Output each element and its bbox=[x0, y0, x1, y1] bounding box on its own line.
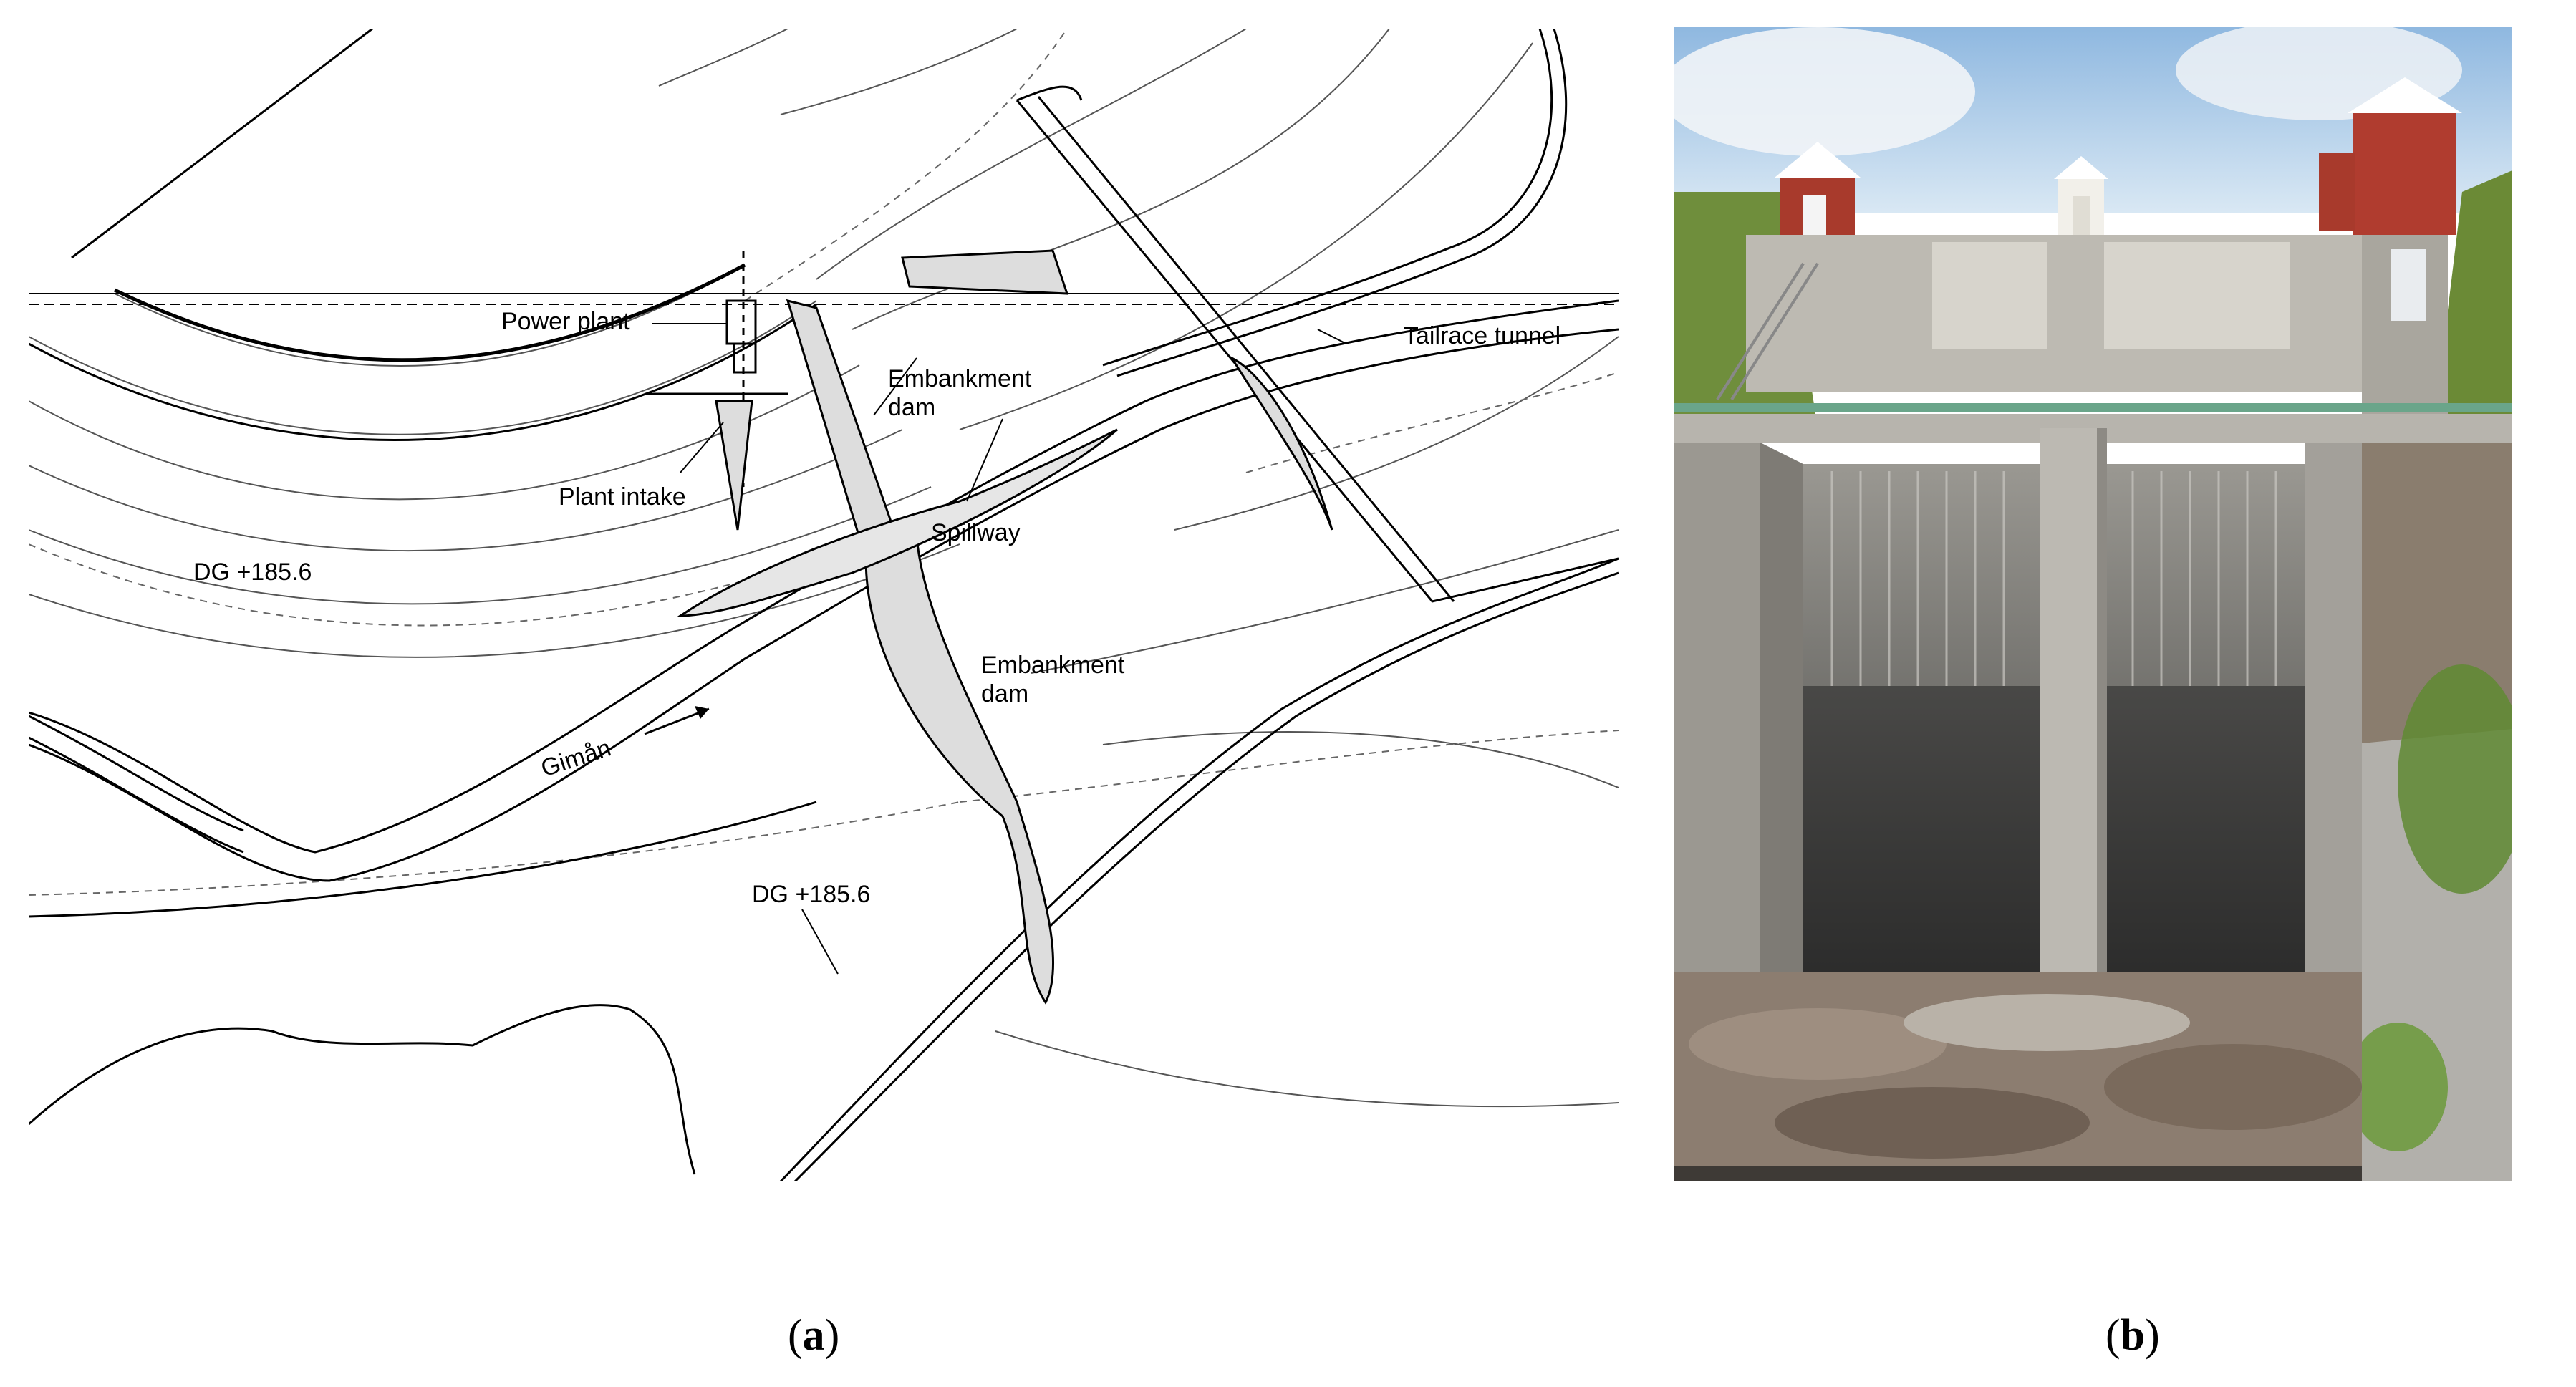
power-line bbox=[71, 29, 373, 259]
label-embankment-dam-lower: Embankment bbox=[981, 652, 1125, 679]
label-power-plant: Power plant bbox=[501, 308, 630, 335]
road bbox=[29, 715, 817, 918]
plant-intake-wedge bbox=[715, 400, 753, 531]
spillway-center-pier bbox=[2040, 428, 2104, 972]
contour-lines-dashed bbox=[29, 29, 1619, 896]
dam-upper-structure bbox=[1746, 235, 2433, 392]
label-embankment-dam-upper-2: dam bbox=[888, 394, 935, 421]
label-embankment-dam-upper: Embankment bbox=[888, 365, 1032, 392]
contour-lines bbox=[29, 29, 1619, 1108]
label-dg-left: DG +185.6 bbox=[193, 559, 312, 586]
lower-embankment-dam bbox=[864, 536, 1055, 1005]
walkway-railing bbox=[1674, 403, 2512, 412]
leader-lines bbox=[652, 323, 1347, 975]
label-embankment-dam-lower-2: dam bbox=[981, 680, 1028, 707]
label-plant-intake: Plant intake bbox=[559, 483, 686, 511]
road-right bbox=[1102, 29, 1568, 377]
label-dg-bottom: DG +185.6 bbox=[752, 881, 870, 908]
dam-site-plan-drawing: Power plant Embankment dam Tailrace tunn… bbox=[29, 29, 1619, 1181]
river-gimaan bbox=[29, 299, 1619, 882]
caption-b: (b) bbox=[2105, 1311, 2160, 1360]
spillway-right-wall bbox=[2305, 443, 2362, 972]
river-flow-arrow bbox=[644, 706, 710, 735]
caption-a: (a) bbox=[788, 1311, 840, 1360]
staircase-left bbox=[1716, 262, 1819, 401]
spillway-structure bbox=[677, 428, 1118, 617]
bold-contours bbox=[29, 263, 817, 441]
label-tailrace-tunnel: Tailrace tunnel bbox=[1404, 322, 1560, 349]
spillway-left-wall bbox=[1674, 443, 1760, 972]
label-spillway: Spillway bbox=[931, 519, 1021, 546]
road-diagonal bbox=[779, 85, 1619, 1181]
hill-right bbox=[2433, 170, 2512, 428]
spillway-photo bbox=[1674, 27, 2512, 1181]
boundary-line bbox=[29, 1004, 696, 1175]
tailrace-spindle bbox=[1228, 355, 1333, 531]
house-right bbox=[2319, 77, 2462, 235]
